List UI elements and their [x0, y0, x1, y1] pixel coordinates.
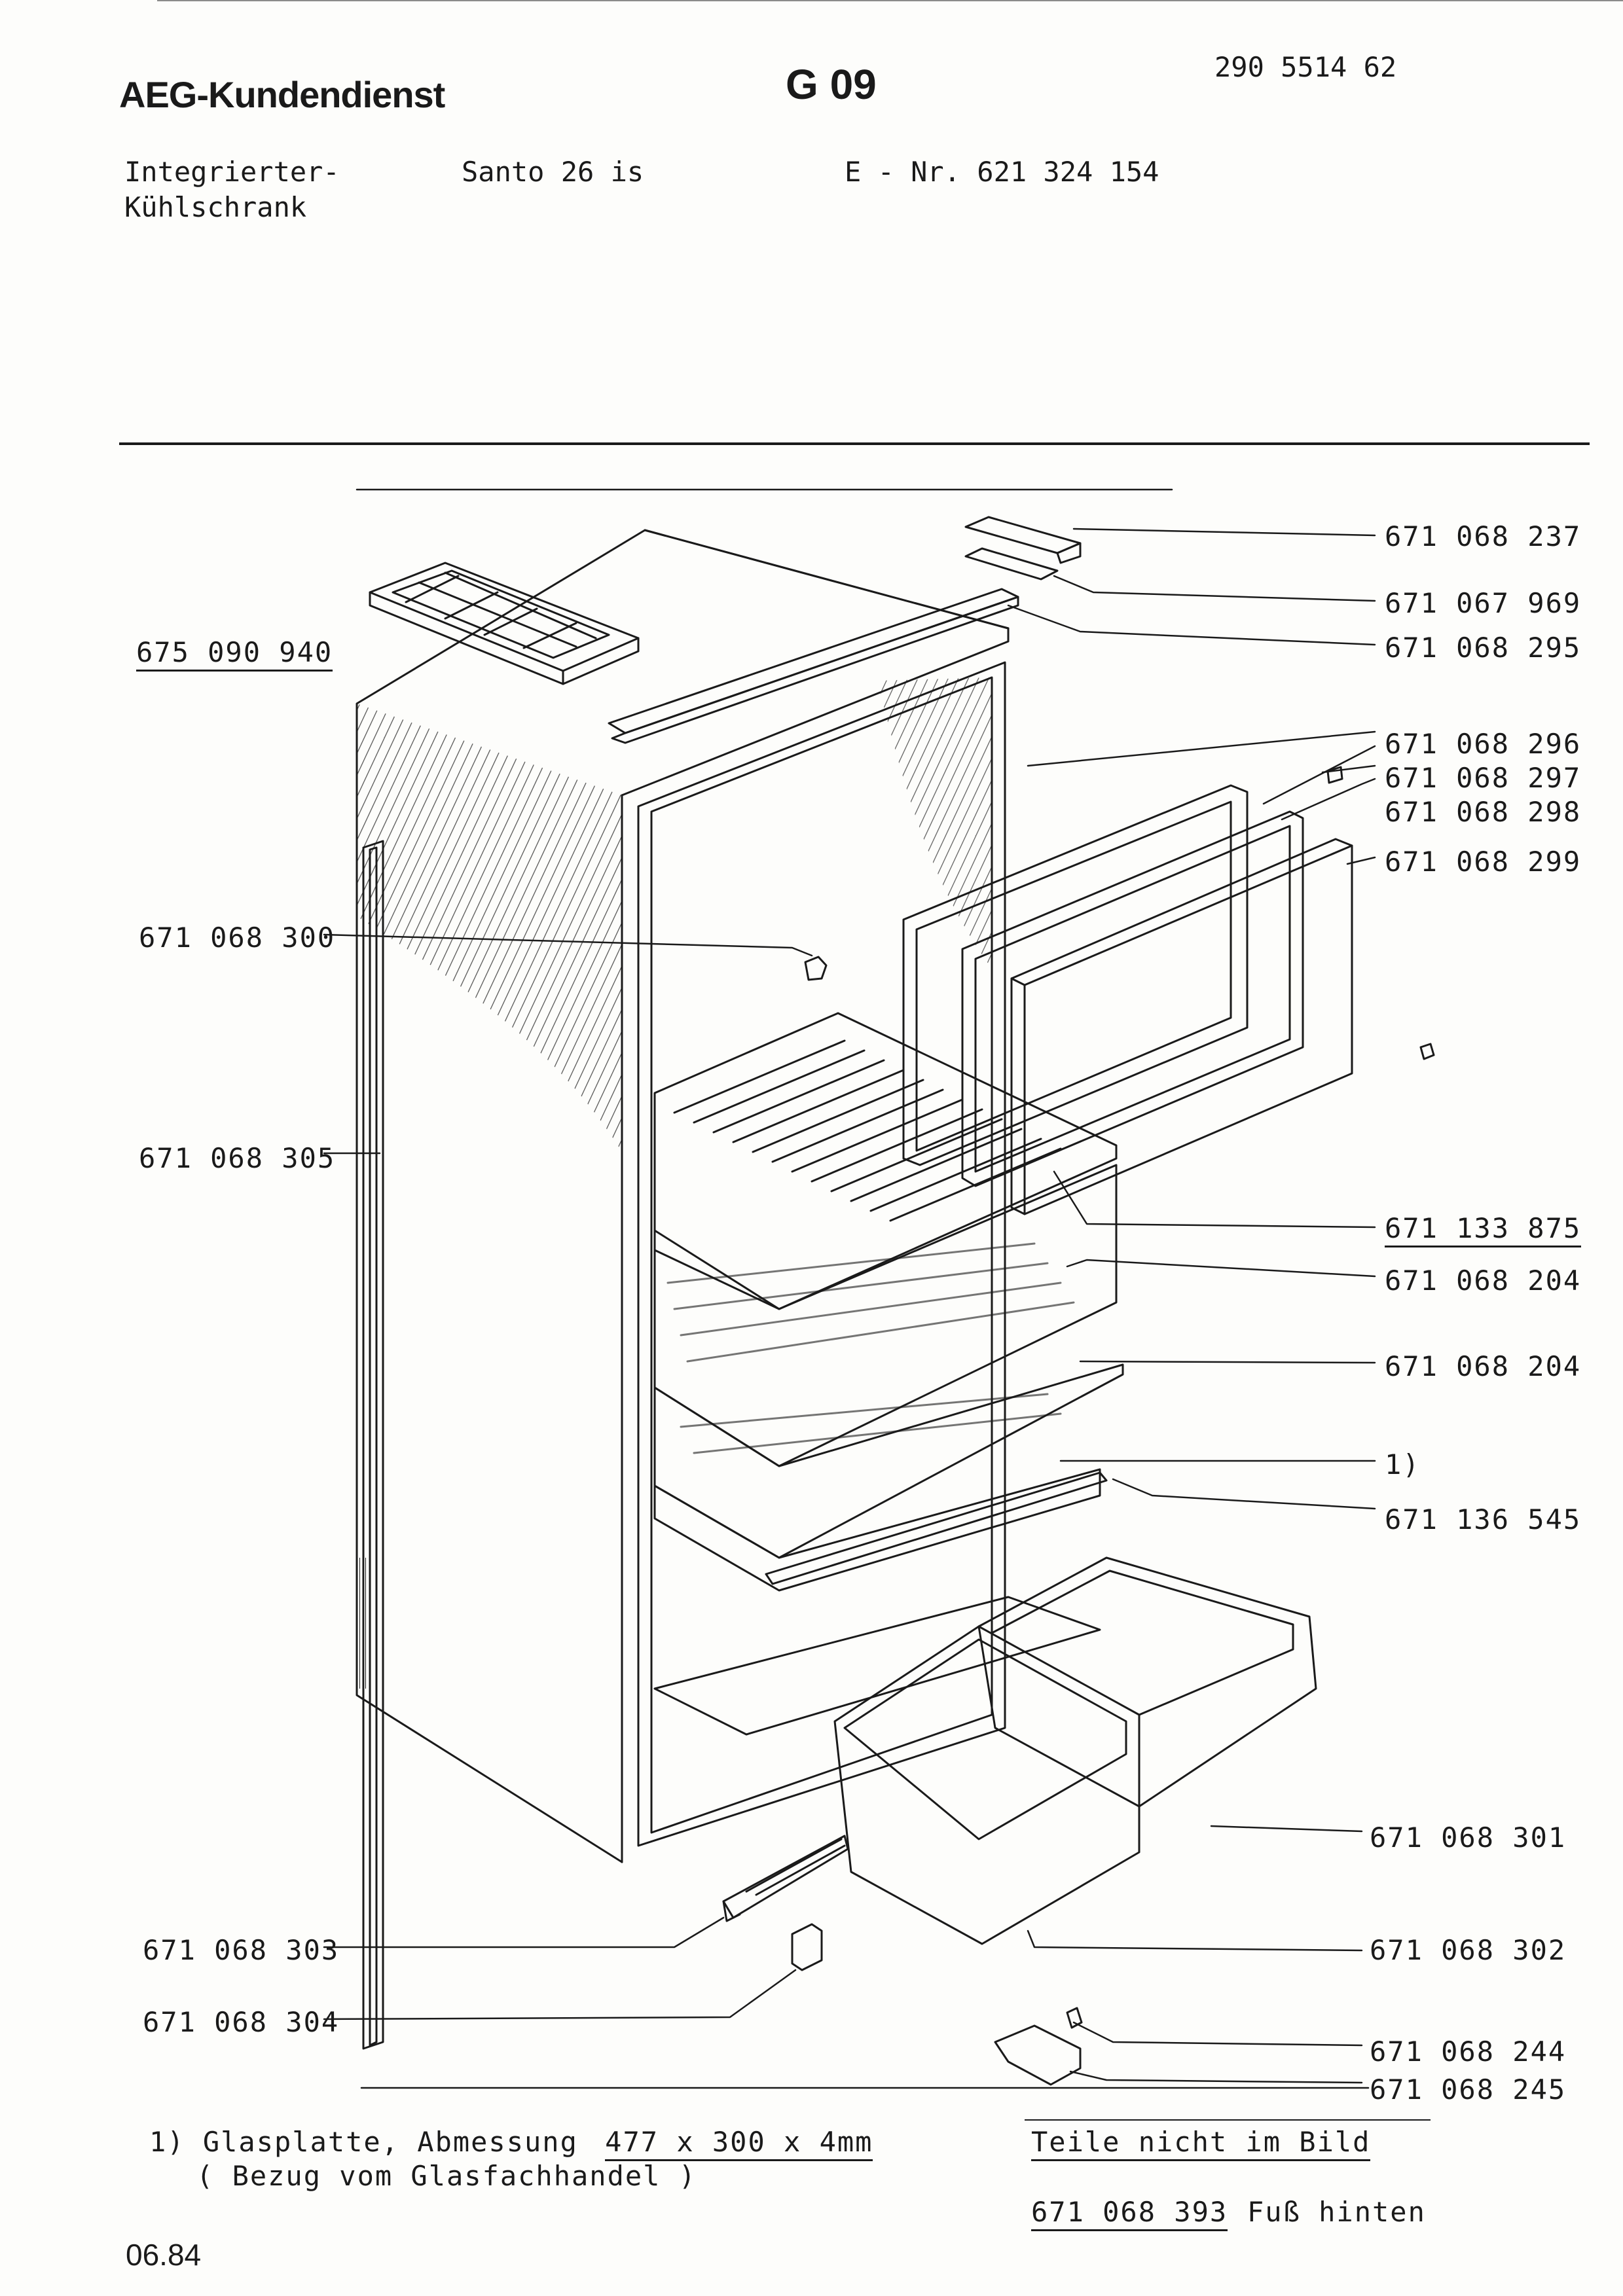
part-label-671068301: 671 068 301 [1370, 1821, 1567, 1854]
part-label-671136545: 671 136 545 [1385, 1503, 1582, 1535]
not-shown-part-number: 671 068 393 [1031, 2196, 1228, 2231]
top-rail [608, 588, 1019, 744]
wire-shelf-204-lower [653, 1363, 1124, 1559]
doc-number: 290 5514 62 [1214, 51, 1397, 83]
clip-300 [804, 956, 828, 981]
e-number: E - Nr. 621 324 154 [845, 156, 1159, 188]
part-label-671068305: 671 068 305 [139, 1142, 336, 1174]
part-label-671068245: 671 068 245 [1370, 2073, 1567, 2106]
top-hinge-plate-969 [964, 547, 1059, 581]
product-type-line1: Integrierter- [124, 156, 340, 188]
part-label-671068302: 671 068 302 [1370, 1934, 1567, 1966]
part-label-671067969: 671 067 969 [1385, 587, 1582, 619]
part-label-671068296: 671 068 296 [1385, 728, 1582, 760]
shelf-front-strip-545 [765, 1471, 1108, 1585]
top-hinge-plate-237 [964, 516, 1082, 564]
part-label-671068297: 671 068 297 [1385, 762, 1582, 794]
frame-lines [356, 488, 1370, 2089]
brand-title: AEG-Kundendienst [119, 74, 445, 115]
part-label-671068244: 671 068 244 [1370, 2036, 1567, 2068]
part-label-671068304: 671 068 304 [143, 2006, 340, 2038]
footnote-ref-1: 1) [1385, 1448, 1421, 1480]
not-shown-title: Teile nicht im Bild [1031, 2126, 1371, 2161]
not-shown-part-name: Fuß hinten [1247, 2196, 1426, 2228]
header-divider [119, 442, 1590, 445]
bottom-grille-bracket [722, 1835, 849, 1922]
crisper-drawer-302 [833, 1625, 1140, 1945]
leader-lines [323, 528, 1376, 2084]
part-label-671068300: 671 068 300 [139, 922, 336, 954]
freezer-flap-inner [961, 810, 1304, 1187]
issue-date: 06.84 [126, 2238, 202, 2272]
wire-shelf-204-upper [653, 1164, 1118, 1467]
screw-297 [1326, 766, 1343, 784]
door-seal-strip [362, 840, 384, 2050]
model-name: Santo 26 is [462, 156, 644, 188]
glass-dimensions: 477 x 300 x 4mm [605, 2126, 873, 2161]
cabinet-body [356, 529, 1101, 1863]
part-label-671068303: 671 068 303 [143, 1934, 340, 1966]
footnote-line2: ( Bezug vom Glasfachhandel ) [196, 2160, 697, 2192]
part-label-671068298: 671 068 298 [1385, 796, 1582, 828]
freezer-flap-door [1010, 838, 1353, 1215]
part-label-671068204-upper: 671 068 204 [1385, 1265, 1582, 1297]
part-label-671068237: 671 068 237 [1385, 520, 1582, 552]
product-type-line2: Kühlschrank [124, 191, 307, 223]
glass-plate [653, 1468, 1101, 1592]
footnote-prefix: 1) Glasplatte, Abmessung [149, 2126, 578, 2158]
group-code: G 09 [786, 61, 877, 108]
not-shown-top-rule [1025, 2119, 1431, 2121]
part-label-675090940: 675 090 940 [136, 636, 333, 672]
part-label-671068204-lower: 671 068 204 [1385, 1350, 1582, 1382]
top-edge-line [157, 0, 1623, 1]
part-label-671068299: 671 068 299 [1385, 846, 1582, 878]
small-clip [791, 1923, 823, 1971]
freezer-flap-frame [902, 784, 1249, 1166]
small-part-right [1419, 1043, 1435, 1060]
bottom-hinge [994, 2007, 1083, 2086]
part-label-671133875: 671 133 875 [1385, 1212, 1582, 1247]
footnote-line1: 1) Glasplatte, Abmessung 477 x 300 x 4mm [149, 2126, 873, 2161]
part-label-671068295: 671 068 295 [1385, 632, 1582, 664]
ice-tray [369, 562, 640, 685]
crisper-drawer-301 [977, 1556, 1317, 1808]
